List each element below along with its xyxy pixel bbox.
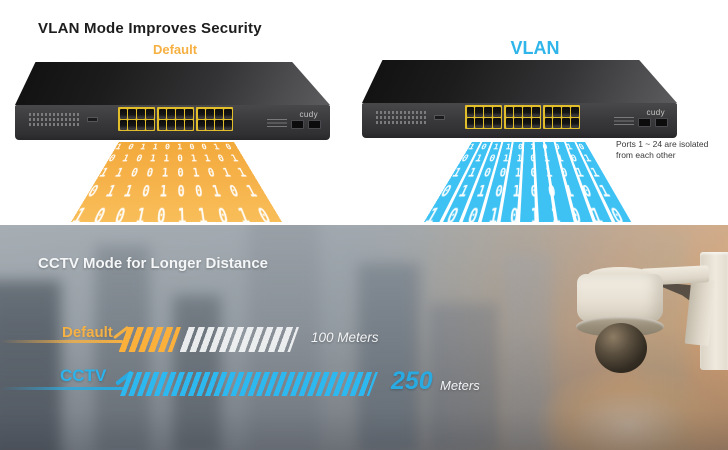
port-group xyxy=(196,107,233,131)
cudy-logo: cudy xyxy=(299,110,318,119)
led-indicators xyxy=(376,111,428,126)
binary-row: 0 1 0 1 1 0 1 1 0 1 0 0 1 0 xyxy=(458,153,601,164)
network-switch-default: cudy xyxy=(15,62,330,140)
sfp-ports xyxy=(638,118,668,127)
vlan-mode-label: VLAN xyxy=(510,38,560,58)
default-distance-text: 100 Meters xyxy=(311,330,379,345)
binary-row: 1 1 0 0 1 0 1 0 1 1 0 1 0 1 xyxy=(96,166,258,180)
binary-row: 1 0 0 1 0 1 1 0 1 0 0 1 1 0 xyxy=(419,205,642,222)
default-bar-label: Default xyxy=(62,324,113,341)
cudy-logo: cudy xyxy=(646,108,665,117)
binary-row: 1 0 1 1 0 1 0 0 1 0 1 1 0 1 xyxy=(113,142,241,152)
ethernet-ports xyxy=(118,107,233,131)
cctv-distance-value: 250 xyxy=(391,367,433,395)
default-underline xyxy=(0,340,123,343)
isolation-note: Ports 1 ~ 24 are isolated from each othe… xyxy=(616,139,709,160)
binary-row: 0 1 0 1 1 0 1 1 0 1 0 0 1 0 xyxy=(105,153,248,164)
led-indicators xyxy=(29,113,81,128)
binary-row: 1 0 1 1 0 1 0 0 1 0 1 1 0 1 xyxy=(466,142,594,152)
cctv-underline xyxy=(0,387,127,390)
switch-front-panel: cudy xyxy=(362,103,677,138)
reset-button xyxy=(87,117,98,122)
cctv-bar-label: CCTV xyxy=(60,366,107,385)
port-group xyxy=(504,105,541,129)
binary-row: 0 1 1 0 1 0 0 1 0 1 1 0 1 0 xyxy=(83,183,271,201)
port-group xyxy=(157,107,194,131)
cctv-section-title: CCTV Mode for Longer Distance xyxy=(38,255,269,273)
binary-row: 1 0 0 1 0 1 1 0 1 0 0 1 1 0 xyxy=(66,205,289,222)
reset-button xyxy=(434,115,445,120)
cctv-distance-unit: Meters xyxy=(440,378,480,393)
switch-front-panel: cudy xyxy=(15,105,330,140)
default-mode-label: Default xyxy=(152,42,198,57)
cctv-section: CCTV Mode for Longer Distance Default 10… xyxy=(0,225,728,450)
switch-top-face xyxy=(362,60,677,103)
data-stream-default: 1 0 1 1 0 1 0 0 1 0 1 1 0 1 0 1 0 1 1 0 … xyxy=(55,142,315,222)
default-bar-filled xyxy=(118,327,181,352)
binary-row: 0 1 1 0 1 0 0 1 0 1 1 0 1 0 xyxy=(436,183,624,201)
vlan-section-title: VLAN Mode Improves Security xyxy=(38,20,262,38)
default-bar-remainder xyxy=(179,327,299,352)
network-switch-vlan: cudy xyxy=(362,60,677,138)
port-group xyxy=(543,105,580,129)
cctv-bar-filled xyxy=(120,372,378,396)
port-group xyxy=(465,105,502,129)
switch-top-face xyxy=(15,62,330,105)
ethernet-ports xyxy=(465,105,580,129)
spec-print xyxy=(614,117,634,127)
vlan-section: VLAN Mode Improves Security Default VLAN… xyxy=(15,20,709,222)
spec-print xyxy=(267,119,287,129)
sfp-ports xyxy=(291,120,321,129)
port-group xyxy=(118,107,155,131)
binary-row: 1 1 0 0 1 0 1 0 1 1 0 1 0 1 xyxy=(449,166,611,180)
